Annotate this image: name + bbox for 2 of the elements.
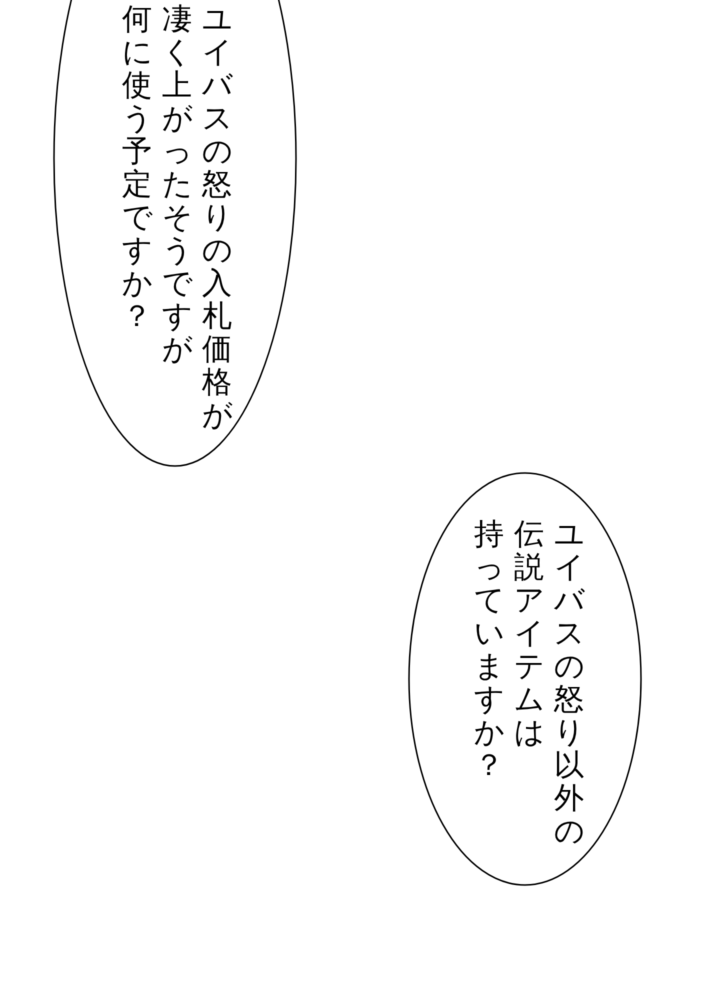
speech-text: ユイバスの怒りの入札価格が凄く上がったそうですが何に使う予定ですか？ <box>122 3 232 432</box>
speech-text: ユイバスの怒り以外の伝説アイテムは持っていますか？ <box>474 518 584 848</box>
